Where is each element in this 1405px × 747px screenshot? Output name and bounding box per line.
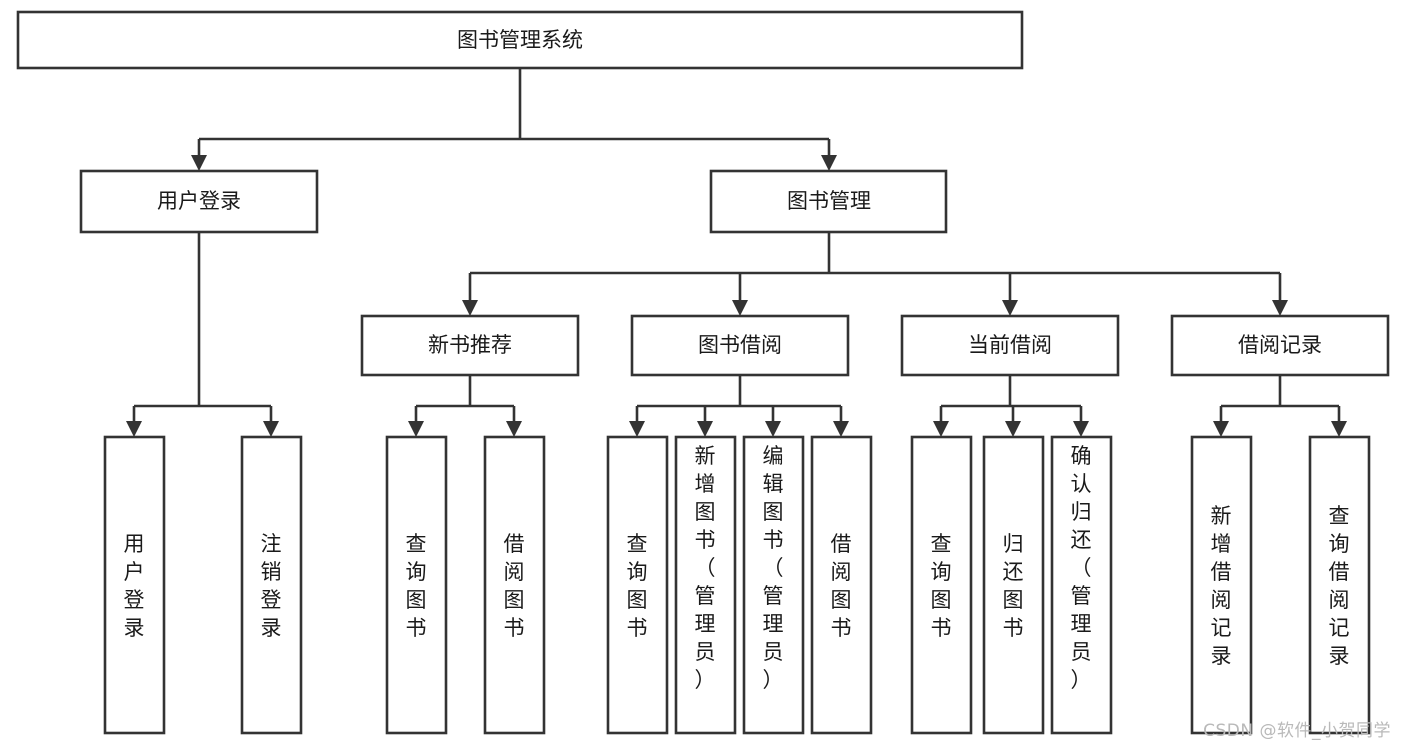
arrow-icon — [1073, 421, 1089, 437]
connector-userlogin-to-leaves — [126, 232, 279, 437]
arrow-icon — [191, 155, 207, 171]
connector-currentborrow-to-leaves — [933, 375, 1089, 437]
node-borrow-record-label: 借阅记录 — [1238, 333, 1322, 357]
node-leaf-cb-query-book-label: 查询图书 — [931, 532, 952, 640]
node-leaf-bb-edit-book-label: 编辑图书（管理员） — [763, 444, 784, 692]
arrow-icon — [833, 421, 849, 437]
node-book-manage-label: 图书管理 — [787, 189, 871, 213]
node-root[interactable]: 图书管理系统 — [16, 10, 1024, 70]
connector-bookmanage-to-level3 — [462, 232, 1288, 316]
arrow-icon — [263, 421, 279, 437]
arrow-icon — [732, 300, 748, 316]
arrow-icon — [1002, 300, 1018, 316]
arrow-icon — [408, 421, 424, 437]
node-leaf-user-login-label: 用户登录 — [124, 532, 145, 640]
node-user-login-label: 用户登录 — [157, 189, 241, 213]
node-leaf-nb-borrow-book-label: 借阅图书 — [504, 532, 525, 640]
node-leaf-bb-query-book[interactable]: 查询图书 — [606, 435, 669, 735]
arrow-icon — [1005, 421, 1021, 437]
node-leaf-bb-query-book-label: 查询图书 — [627, 532, 648, 640]
arrow-icon — [1272, 300, 1288, 316]
node-book-manage[interactable]: 图书管理 — [709, 169, 948, 234]
node-user-login[interactable]: 用户登录 — [79, 169, 319, 234]
connector-bookborrow-to-leaves — [629, 375, 849, 437]
node-leaf-cb-query-book[interactable]: 查询图书 — [910, 435, 973, 735]
arrow-icon — [933, 421, 949, 437]
csdn-watermark: CSDN @软件_小贺同学 — [1203, 721, 1391, 741]
arrow-icon — [126, 421, 142, 437]
node-leaf-cb-confirm-return[interactable]: 确认归还（管理员） — [1050, 435, 1113, 735]
connector-root-to-level2 — [191, 68, 837, 171]
node-leaf-user-login[interactable]: 用户登录 — [103, 435, 166, 735]
node-book-borrow-label: 图书借阅 — [698, 333, 782, 357]
arrow-icon — [629, 421, 645, 437]
arrow-icon — [697, 421, 713, 437]
node-leaf-rec-query-record-label: 查询借阅记录 — [1329, 504, 1350, 668]
node-leaf-user-logout-label: 注销登录 — [261, 532, 282, 640]
node-leaf-cb-return-book[interactable]: 归还图书 — [982, 435, 1045, 735]
node-current-borrow[interactable]: 当前借阅 — [900, 314, 1120, 377]
connector-borrowrecord-to-leaves — [1213, 375, 1347, 437]
node-leaf-nb-query-book[interactable]: 查询图书 — [385, 435, 448, 735]
arrow-icon — [506, 421, 522, 437]
node-leaf-bb-add-book[interactable]: 新增图书（管理员） — [674, 435, 737, 735]
node-leaf-bb-edit-book[interactable]: 编辑图书（管理员） — [742, 435, 805, 735]
node-current-borrow-label: 当前借阅 — [968, 333, 1052, 357]
arrow-icon — [765, 421, 781, 437]
node-leaf-nb-borrow-book[interactable]: 借阅图书 — [483, 435, 546, 735]
node-leaf-nb-query-book-label: 查询图书 — [406, 532, 427, 640]
arrow-icon — [462, 300, 478, 316]
node-root-label: 图书管理系统 — [457, 28, 583, 52]
connector-newbook-to-leaves — [408, 375, 522, 437]
node-leaf-bb-add-book-label: 新增图书（管理员） — [695, 444, 716, 692]
node-leaf-user-logout[interactable]: 注销登录 — [240, 435, 303, 735]
node-new-book-recommend[interactable]: 新书推荐 — [360, 314, 580, 377]
arrow-icon — [1331, 421, 1347, 437]
node-leaf-cb-return-book-label: 归还图书 — [1003, 532, 1024, 640]
node-leaf-cb-confirm-return-label: 确认归还（管理员） — [1071, 444, 1092, 692]
node-leaf-rec-query-record[interactable]: 查询借阅记录 — [1308, 435, 1371, 735]
node-leaf-bb-borrow-book[interactable]: 借阅图书 — [810, 435, 873, 735]
node-new-book-recommend-label: 新书推荐 — [428, 333, 512, 357]
arrow-icon — [821, 155, 837, 171]
node-leaf-rec-add-record[interactable]: 新增借阅记录 — [1190, 435, 1253, 735]
node-leaf-bb-borrow-book-label: 借阅图书 — [831, 532, 852, 640]
arrow-icon — [1213, 421, 1229, 437]
node-book-borrow[interactable]: 图书借阅 — [630, 314, 850, 377]
node-borrow-record[interactable]: 借阅记录 — [1170, 314, 1390, 377]
node-leaf-rec-add-record-label: 新增借阅记录 — [1211, 504, 1232, 668]
